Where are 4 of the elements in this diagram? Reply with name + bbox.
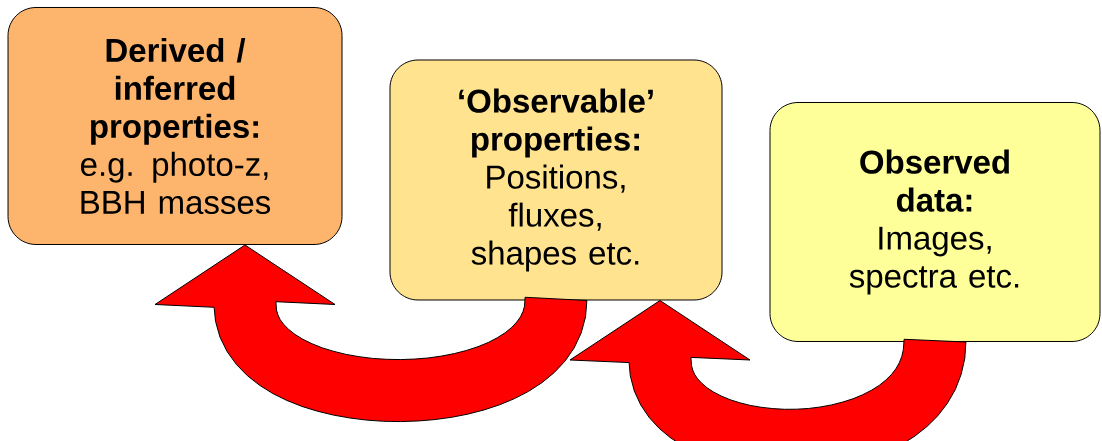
text-box: Observed data: Images, spectra etc.: [769, 102, 1101, 342]
text-box: Derived / inferred properties: e.g. photo-z, BBH masses: [7, 7, 343, 245]
curved-arrow: [569, 300, 967, 441]
text-box: ‘Observable’ properties: Positions, fluxes, shapes etc.: [389, 59, 723, 301]
